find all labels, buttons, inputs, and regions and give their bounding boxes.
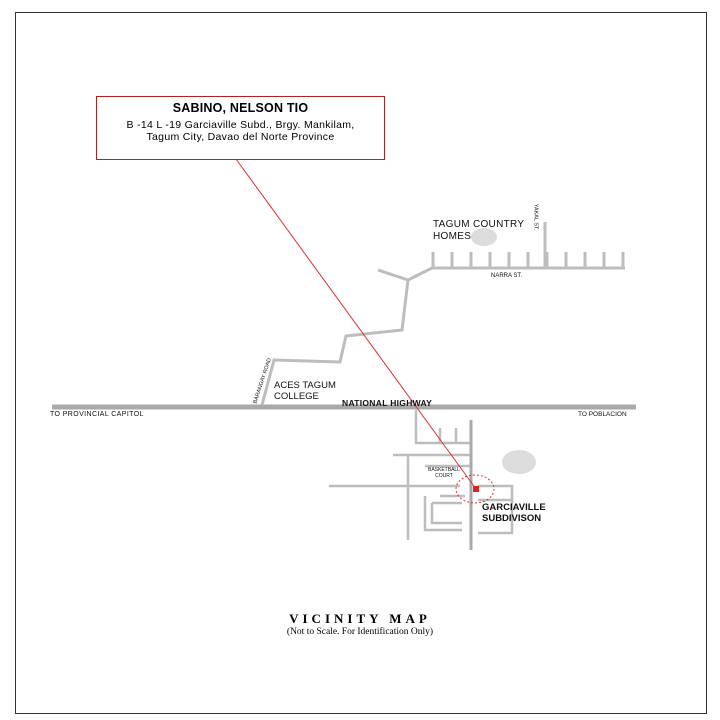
map-frame: [15, 12, 707, 714]
tagum-country-homes-landmark: [471, 228, 497, 246]
label-narra-st: NARRA ST.: [491, 273, 523, 279]
map-subtitle: (Not to Scale. For Identification Only): [286, 627, 434, 637]
label-yakal-st: YAKAL ST.: [532, 203, 539, 231]
label-to-provincial-capitol: TO PROVINCIAL CAPITOL: [50, 411, 144, 418]
garciaville-landmark: [502, 450, 536, 474]
narra-street: [431, 252, 625, 270]
label-tagum-country-homes: TAGUM COUNTRY HOMES: [433, 219, 525, 242]
label-to-poblacion: TO POBLACION: [578, 411, 627, 418]
label-garciaville-subdivision: GARCIAVILLE SUBDIVISON: [482, 502, 546, 524]
label-national-highway: NATIONAL HIGHWAY: [342, 398, 433, 408]
label-aces-tagum-college: ACES TAGUM COLLEGE: [274, 380, 336, 402]
location-highlight-circle: [455, 474, 495, 504]
map-title: VICINITY MAP: [289, 611, 431, 626]
subdivision-roads: [329, 410, 514, 540]
locator-pointer-line: [235, 158, 477, 490]
owner-name: SABINO, NELSON TIO: [172, 101, 309, 115]
label-basketball-court: BASKETBALL COURT: [428, 467, 460, 479]
owner-info-box: SABINO, NELSON TIO B -14 L -19 Garciavil…: [96, 96, 385, 160]
barangay-road-branch: [407, 266, 433, 282]
property-marker: [473, 486, 479, 492]
owner-address: B -14 L -19 Garciaville Subd., Brgy. Man…: [126, 119, 355, 143]
